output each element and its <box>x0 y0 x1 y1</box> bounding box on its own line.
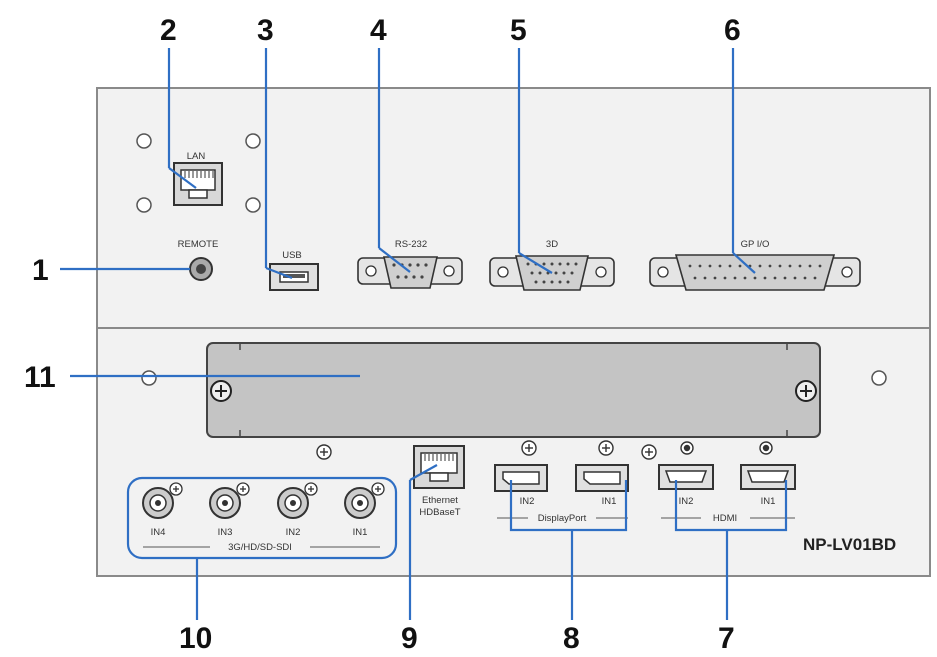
sdi-in4-label: IN4 <box>151 527 166 538</box>
panel-screw-icons <box>316 440 773 460</box>
usb-label: USB <box>282 250 302 261</box>
hdbaset-label: HDBaseT <box>419 507 460 518</box>
displayport-in2-connector <box>494 464 548 492</box>
sdi-in1-connector <box>344 482 385 519</box>
ethernet-label: Ethernet <box>422 495 458 506</box>
callout-number-10: 10 <box>179 622 212 655</box>
3d-label: 3D <box>546 239 558 250</box>
gpio-label: GP I/O <box>741 239 770 250</box>
sdi-in1-label: IN1 <box>353 527 368 538</box>
callout-number-11: 11 <box>24 361 56 394</box>
displayport-in1-connector <box>575 464 629 492</box>
sdi-label: 3G/HD/SD-SDI <box>228 542 292 553</box>
slot-screw-icons <box>210 380 817 402</box>
hdmi-in2-label: IN2 <box>679 496 694 507</box>
callout-number-8: 8 <box>563 622 580 655</box>
sdi-in2-label: IN2 <box>286 527 301 538</box>
sdi-in4-connector <box>142 482 183 519</box>
remote-label: REMOTE <box>178 239 219 250</box>
displayport-label: DisplayPort <box>538 513 587 524</box>
hdmi-label: HDMI <box>713 513 737 524</box>
callout-number-3: 3 <box>257 14 274 47</box>
lan-port <box>173 162 223 206</box>
callout-lines <box>60 48 788 620</box>
hdmi-in1-label: IN1 <box>761 496 776 507</box>
option-slot-cover <box>206 342 821 438</box>
lan-label: LAN <box>187 151 206 162</box>
mounting-holes <box>136 133 887 386</box>
remote-jack <box>189 257 213 281</box>
callout-number-6: 6 <box>724 14 741 47</box>
rs232-connector <box>357 256 463 289</box>
callout-number-4: 4 <box>370 14 387 47</box>
dp-in1-label: IN1 <box>602 496 617 507</box>
usb-port <box>269 263 319 291</box>
sdi-in3-label: IN3 <box>218 527 233 538</box>
ethernet-hdbaset-port <box>413 445 465 489</box>
hdmi-in2-connector <box>658 464 714 490</box>
sdi-in2-connector <box>277 482 318 519</box>
model-name: NP-LV01BD <box>803 535 896 554</box>
callout-number-5: 5 <box>510 14 527 47</box>
callout-number-7: 7 <box>718 622 735 655</box>
callout-number-9: 9 <box>401 622 418 655</box>
dp-in2-label: IN2 <box>520 496 535 507</box>
callout-number-1: 1 <box>32 254 49 287</box>
hdmi-in1-connector <box>740 464 796 490</box>
callout-number-2: 2 <box>160 14 177 47</box>
sdi-in3-connector <box>209 482 250 519</box>
rs232-label: RS-232 <box>395 239 427 250</box>
